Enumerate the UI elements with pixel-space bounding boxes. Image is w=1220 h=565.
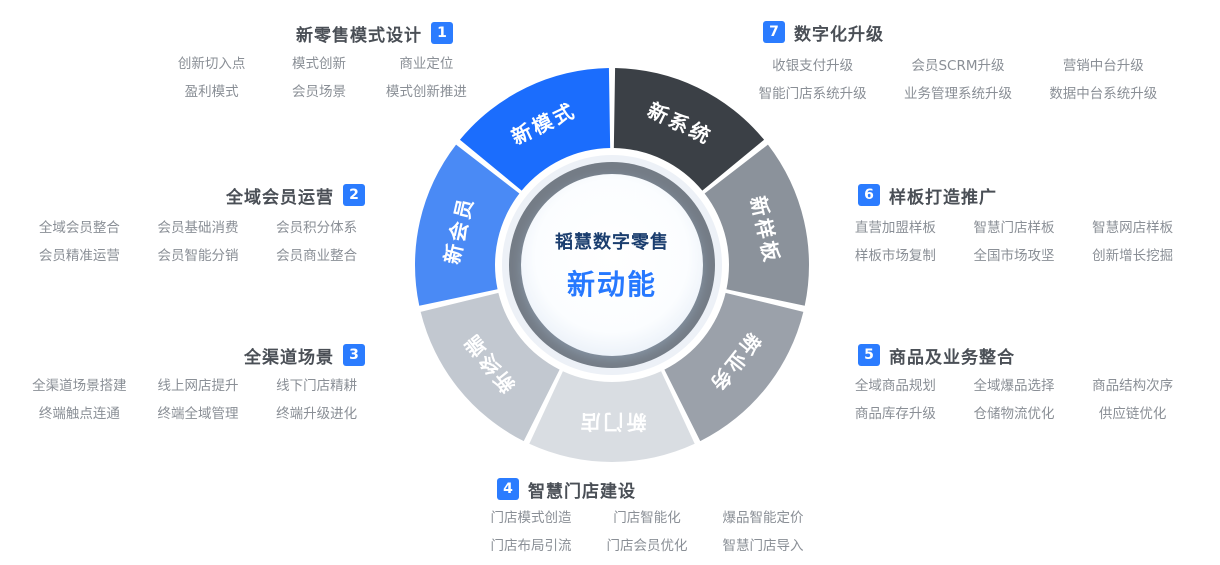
section-6-header: 6 样板打造推广 xyxy=(858,184,997,208)
section-6-items: 直营加盟样板 智慧门店样板 智慧网店样板 样板市场复制 全国市场攻坚 创新增长挖… xyxy=(836,214,1192,270)
center-title: 韬慧数字零售 xyxy=(555,231,669,253)
wheel-segment-1 xyxy=(613,68,765,191)
section-2-item: 会员精准运营 xyxy=(38,248,120,264)
section-2-item: 会员积分体系 xyxy=(276,220,358,236)
section-6-item: 智慧门店样板 xyxy=(973,220,1055,236)
section-5-item: 仓储物流优化 xyxy=(973,406,1055,422)
section-6-item: 创新增长挖掘 xyxy=(1092,248,1174,264)
section-4-number-badge: 4 xyxy=(497,478,519,500)
section-4-items: 门店模式创造 门店智能化 爆品智能定价 门店布局引流 门店会员优化 智慧门店导入 xyxy=(473,504,821,560)
section-4-header: 4 智慧门店建设 xyxy=(497,478,636,502)
section-3-item: 终端升级进化 xyxy=(276,406,358,422)
section-2-item: 会员基础消费 xyxy=(157,220,239,236)
section-1-item: 创新切入点 xyxy=(177,56,246,72)
section-6-item: 智慧网店样板 xyxy=(1092,220,1174,236)
section-3-title: 全渠道场景 xyxy=(244,347,334,368)
section-3-item: 终端全域管理 xyxy=(157,406,239,422)
section-3-number-badge: 3 xyxy=(343,344,365,366)
section-7-item: 智能门店系统升级 xyxy=(758,86,867,102)
section-1-item: 模式创新推进 xyxy=(385,84,467,100)
section-4-title: 智慧门店建设 xyxy=(528,481,636,502)
center-subtitle: 新动能 xyxy=(567,268,657,301)
section-4-item: 爆品智能定价 xyxy=(722,510,804,526)
section-2-item: 会员商业整合 xyxy=(276,248,358,264)
section-7-items: 收银支付升级 会员SCRM升级 营销中台升级 智能门店系统升级 业务管理系统升级… xyxy=(740,52,1176,108)
wheel-segment-4 xyxy=(529,371,695,462)
section-1-item: 商业定位 xyxy=(399,56,454,72)
section-1-item: 会员场景 xyxy=(291,84,346,100)
section-5-number-badge: 5 xyxy=(858,344,880,366)
section-7-item: 营销中台升级 xyxy=(1062,58,1144,74)
section-2-number-badge: 2 xyxy=(343,184,365,206)
section-7-item: 会员SCRM升级 xyxy=(911,58,1005,74)
section-3-item: 全渠道场景搭建 xyxy=(32,378,127,394)
section-1-item: 模式创新 xyxy=(291,56,346,72)
section-2-header: 全域会员运营 2 xyxy=(226,184,365,208)
section-7-item: 业务管理系统升级 xyxy=(903,86,1012,102)
section-1-number-badge: 1 xyxy=(431,22,453,44)
section-5-item: 全域商品规划 xyxy=(854,378,936,394)
center-circle xyxy=(521,174,703,356)
section-3-item: 线下门店精耕 xyxy=(276,378,358,394)
section-5-items: 全域商品规划 全域爆品选择 商品结构次序 商品库存升级 仓储物流优化 供应链优化 xyxy=(836,372,1192,428)
section-5-title: 商品及业务整合 xyxy=(889,347,1015,368)
section-5-item: 供应链优化 xyxy=(1098,406,1167,422)
section-4-item: 门店模式创造 xyxy=(490,510,572,526)
section-1-item: 盈利模式 xyxy=(184,84,239,100)
section-4-item: 门店会员优化 xyxy=(606,538,688,554)
section-7-item: 收银支付升级 xyxy=(772,58,854,74)
wheel-segment-6 xyxy=(414,144,520,306)
section-7-item: 数据中台系统升级 xyxy=(1049,86,1158,102)
section-6-title: 样板打造推广 xyxy=(889,187,997,208)
section-3-items: 全渠道场景搭建 线上网店提升 线下门店精耕 终端触点连通 终端全域管理 终端升级… xyxy=(20,372,376,428)
section-5-header: 5 商品及业务整合 xyxy=(858,344,1015,368)
section-6-number-badge: 6 xyxy=(858,184,880,206)
section-6-item: 样板市场复制 xyxy=(854,248,936,264)
section-1-header: 新零售模式设计 1 xyxy=(296,22,453,46)
section-7-header: 7 数字化升级 xyxy=(763,21,884,45)
section-5-item: 商品库存升级 xyxy=(854,406,936,422)
section-5-item: 全域爆品选择 xyxy=(973,378,1055,394)
section-3-item: 终端触点连通 xyxy=(38,406,120,422)
wheel-segment-2 xyxy=(704,144,810,306)
section-2-items: 全域会员整合 会员基础消费 会员积分体系 会员精准运营 会员智能分销 会员商业整… xyxy=(20,214,376,270)
wheel-segment-label-4: 新门店 xyxy=(578,410,647,434)
section-1-items: 创新切入点 模式创新 商业定位 盈利模式 会员场景 模式创新推进 xyxy=(158,50,480,106)
wheel-segment-5 xyxy=(420,292,560,442)
section-3-header: 全渠道场景 3 xyxy=(244,344,365,368)
section-5-item: 商品结构次序 xyxy=(1092,378,1174,394)
section-3-item: 线上网店提升 xyxy=(157,378,239,394)
section-1-title: 新零售模式设计 xyxy=(296,25,422,46)
section-6-item: 全国市场攻坚 xyxy=(973,248,1055,264)
section-2-item: 会员智能分销 xyxy=(157,248,239,264)
section-4-item: 智慧门店导入 xyxy=(722,538,804,554)
wheel-segment-3 xyxy=(664,292,804,442)
section-7-number-badge: 7 xyxy=(763,21,785,43)
section-4-item: 门店布局引流 xyxy=(490,538,572,554)
section-2-item: 全域会员整合 xyxy=(38,220,120,236)
wheel-segment-7 xyxy=(459,68,611,191)
section-2-title: 全域会员运营 xyxy=(226,187,334,208)
section-6-item: 直营加盟样板 xyxy=(854,220,936,236)
section-4-item: 门店智能化 xyxy=(613,510,681,526)
section-7-title: 数字化升级 xyxy=(794,24,884,45)
